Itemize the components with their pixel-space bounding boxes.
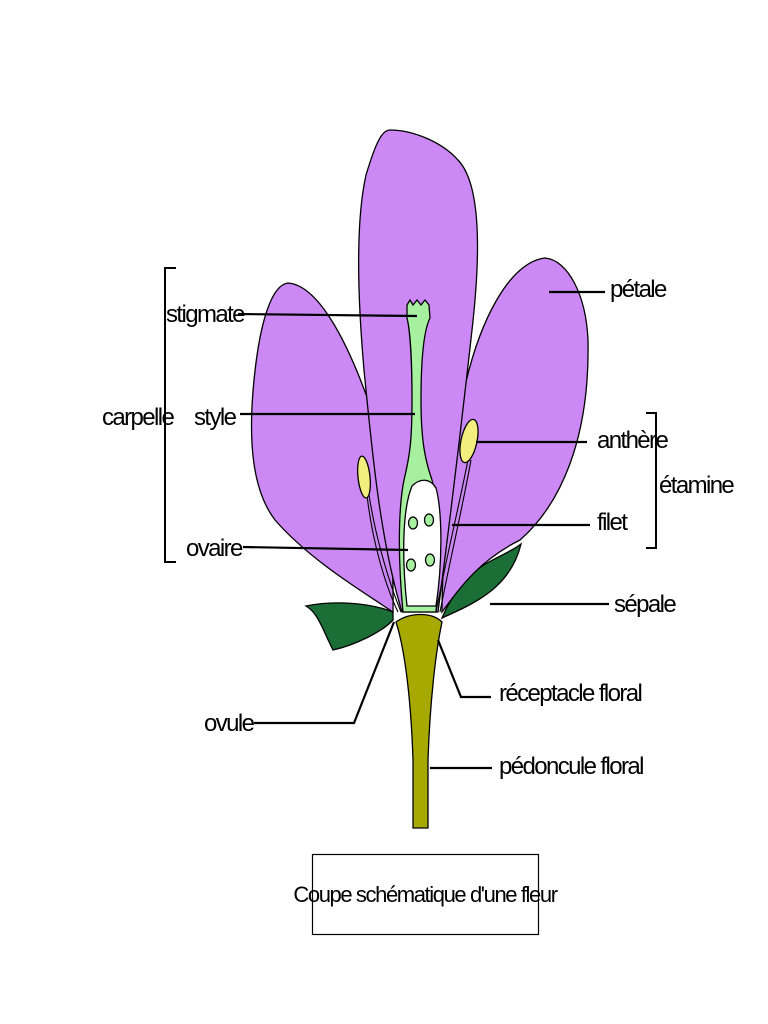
- label-ovule: ovule: [204, 710, 255, 737]
- ovule: [405, 558, 417, 572]
- ovary-cavity: [403, 479, 442, 607]
- anther-left: [356, 455, 372, 499]
- sepal-left: [304, 602, 394, 651]
- leader-stigmate: [237, 312, 418, 318]
- label-stigmate: stigmate: [166, 301, 245, 328]
- label-filet: filet: [597, 509, 628, 536]
- label-carpelle: carpelle: [102, 404, 174, 431]
- label-petale: pétale: [610, 276, 667, 303]
- receptacle-peduncle: [395, 613, 443, 829]
- ovule: [407, 516, 419, 530]
- caption-box: [311, 853, 540, 936]
- ovule: [424, 553, 436, 567]
- ovule: [423, 513, 435, 527]
- leader-receptacle: [436, 639, 491, 699]
- etamine-bracket: [646, 412, 657, 549]
- stamen-filament-left-2: [368, 494, 402, 613]
- label-pedoncule: pédoncule floral: [499, 753, 643, 780]
- label-ovaire: ovaire: [186, 535, 243, 562]
- leader-ovule: [254, 621, 396, 725]
- caption-text: Coupe schématique d'une fleur: [293, 882, 557, 907]
- leader-ovaire: [242, 545, 409, 552]
- carpelle-bracket: [164, 267, 176, 563]
- label-etamine: étamine: [659, 472, 734, 499]
- stamen-filament-left: [366, 494, 399, 613]
- label-sepale: sépale: [614, 591, 676, 618]
- label-anthere: anthère: [597, 427, 668, 454]
- stamen-filament-right-2: [439, 459, 472, 613]
- label-style: style: [194, 404, 237, 431]
- stamen-filament-right: [435, 459, 469, 613]
- label-receptacle: réceptacle floral: [499, 680, 641, 707]
